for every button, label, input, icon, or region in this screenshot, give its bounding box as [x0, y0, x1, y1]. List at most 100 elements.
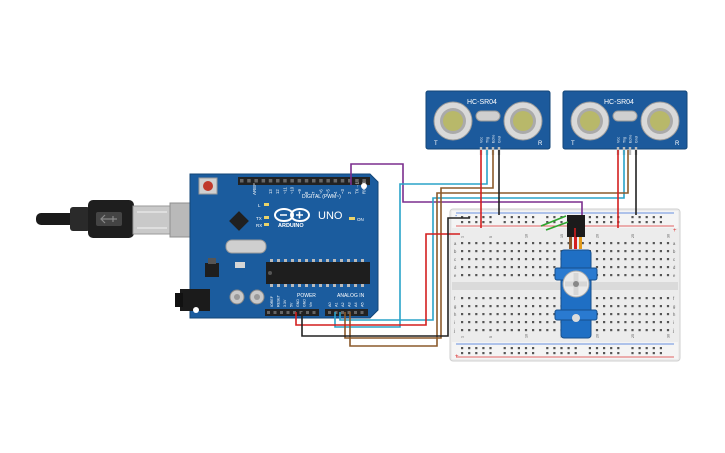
breadboard-hole[interactable] — [553, 321, 556, 324]
breadboard-hole[interactable] — [503, 305, 506, 308]
breadboard-hole[interactable] — [666, 305, 670, 308]
breadboard-hole[interactable] — [482, 274, 485, 277]
breadboard-hole[interactable] — [610, 329, 613, 332]
breadboard-hole[interactable] — [503, 258, 506, 261]
breadboard-hole[interactable] — [468, 266, 471, 269]
header-pin[interactable] — [341, 311, 344, 314]
breadboard-hole[interactable] — [482, 305, 485, 308]
breadboard-hole[interactable] — [666, 313, 670, 316]
breadboard-hole[interactable] — [524, 250, 528, 253]
breadboard-hole[interactable] — [666, 258, 670, 261]
breadboard-hole[interactable] — [482, 242, 485, 245]
breadboard-hole[interactable] — [510, 329, 513, 332]
breadboard-hole[interactable] — [638, 221, 641, 224]
sensor-pin[interactable] — [628, 147, 632, 155]
breadboard-hole[interactable] — [610, 305, 613, 308]
header-pin[interactable] — [319, 179, 323, 183]
breadboard-hole[interactable] — [560, 242, 563, 245]
breadboard-hole[interactable] — [517, 352, 520, 355]
breadboard-hole[interactable] — [553, 250, 556, 253]
breadboard-hole[interactable] — [461, 221, 464, 224]
header-pin[interactable] — [312, 311, 316, 314]
breadboard-hole[interactable] — [517, 274, 520, 277]
breadboard-hole[interactable] — [482, 266, 485, 269]
breadboard-hole[interactable] — [510, 242, 513, 245]
header-pin[interactable] — [267, 311, 270, 314]
header-pin[interactable] — [326, 179, 330, 183]
breadboard-hole[interactable] — [468, 352, 471, 355]
breadboard-hole[interactable] — [595, 352, 599, 355]
header-pin[interactable] — [362, 179, 366, 183]
breadboard-hole[interactable] — [503, 250, 506, 253]
breadboard-hole[interactable] — [610, 274, 613, 277]
breadboard-hole[interactable] — [553, 221, 556, 224]
breadboard-hole[interactable] — [510, 313, 513, 316]
breadboard-hole[interactable] — [666, 242, 670, 245]
breadboard-hole[interactable] — [631, 242, 634, 245]
breadboard-hole[interactable] — [617, 258, 620, 261]
breadboard-hole[interactable] — [553, 242, 556, 245]
breadboard-hole[interactable] — [475, 305, 478, 308]
breadboard-hole[interactable] — [638, 266, 641, 269]
breadboard-hole[interactable] — [468, 321, 471, 324]
breadboard-hole[interactable] — [475, 221, 478, 224]
breadboard-hole[interactable] — [503, 242, 506, 245]
breadboard-hole[interactable] — [539, 242, 542, 245]
header-pin[interactable] — [355, 179, 359, 183]
breadboard-hole[interactable] — [588, 221, 591, 224]
breadboard-hole[interactable] — [603, 221, 606, 224]
breadboard-hole[interactable] — [603, 258, 606, 261]
breadboard-hole[interactable] — [539, 266, 542, 269]
breadboard-hole[interactable] — [532, 258, 535, 261]
breadboard-hole[interactable] — [482, 297, 485, 300]
breadboard-hole[interactable] — [560, 352, 563, 355]
breadboard-hole[interactable] — [652, 221, 655, 224]
header-pin[interactable] — [333, 179, 338, 183]
breadboard-hole[interactable] — [546, 250, 549, 253]
breadboard-hole[interactable] — [489, 250, 492, 253]
breadboard-hole[interactable] — [610, 297, 613, 300]
breadboard-hole[interactable] — [652, 266, 655, 269]
breadboard-hole[interactable] — [489, 258, 492, 261]
breadboard-hole[interactable] — [539, 321, 542, 324]
breadboard-hole[interactable] — [532, 321, 535, 324]
breadboard-hole[interactable] — [468, 297, 471, 300]
breadboard-hole[interactable] — [638, 347, 641, 350]
breadboard-hole[interactable] — [461, 258, 464, 261]
breadboard-hole[interactable] — [617, 313, 620, 316]
breadboard-hole[interactable] — [638, 297, 641, 300]
breadboard-hole[interactable] — [468, 274, 471, 277]
breadboard-hole[interactable] — [567, 242, 570, 245]
breadboard-hole[interactable] — [666, 297, 670, 300]
breadboard-hole[interactable] — [631, 258, 634, 261]
breadboard-hole[interactable] — [638, 216, 641, 219]
breadboard-hole[interactable] — [595, 266, 599, 269]
breadboard-hole[interactable] — [461, 250, 464, 253]
breadboard-hole[interactable] — [645, 221, 648, 224]
breadboard-hole[interactable] — [482, 250, 485, 253]
breadboard-hole[interactable] — [553, 352, 556, 355]
breadboard-hole[interactable] — [659, 305, 662, 308]
breadboard-hole[interactable] — [496, 313, 499, 316]
breadboard-hole[interactable] — [489, 242, 492, 245]
breadboard-hole[interactable] — [532, 250, 535, 253]
breadboard-hole[interactable] — [659, 242, 662, 245]
breadboard-hole[interactable] — [645, 242, 648, 245]
header-pin[interactable] — [340, 179, 345, 183]
breadboard-hole[interactable] — [652, 352, 655, 355]
breadboard-hole[interactable] — [610, 313, 613, 316]
breadboard-hole[interactable] — [468, 221, 471, 224]
breadboard-hole[interactable] — [560, 347, 563, 350]
breadboard-hole[interactable] — [524, 242, 528, 245]
breadboard-hole[interactable] — [624, 266, 627, 269]
breadboard-hole[interactable] — [652, 216, 655, 219]
breadboard-hole[interactable] — [638, 250, 641, 253]
breadboard-hole[interactable] — [489, 266, 492, 269]
breadboard-hole[interactable] — [645, 321, 648, 324]
breadboard-hole[interactable] — [489, 274, 492, 277]
breadboard-hole[interactable] — [496, 305, 499, 308]
breadboard-hole[interactable] — [482, 221, 485, 224]
header-pin[interactable] — [297, 179, 302, 183]
breadboard-hole[interactable] — [617, 305, 620, 308]
breadboard-hole[interactable] — [503, 352, 506, 355]
